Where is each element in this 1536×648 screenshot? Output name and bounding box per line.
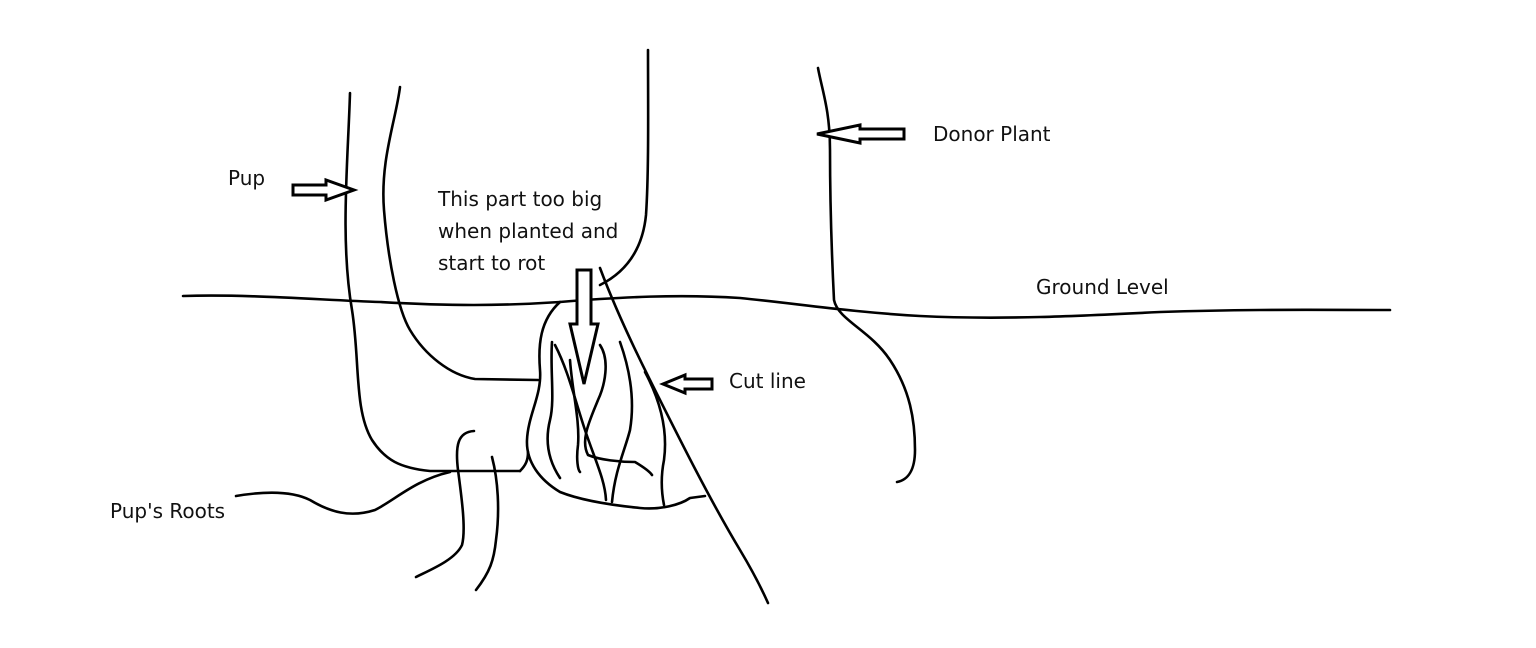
pup-label: Pup (228, 166, 266, 190)
pups-roots-label: Pup's Roots (110, 499, 226, 523)
donor-plant-label: Donor Plant (933, 122, 1051, 146)
too-big-label-line-1: This part too big (438, 187, 603, 211)
root-mass-outline (525, 300, 707, 510)
inner-root-strand-3 (568, 358, 582, 474)
cut-line-label: Cut line (729, 369, 806, 393)
pup-inner-edge (382, 85, 540, 382)
inner-root-strand-1 (546, 340, 562, 480)
donor-trunk-left-edge (598, 48, 650, 287)
pup-root-2 (414, 429, 476, 579)
too-big-arrow (568, 268, 600, 385)
donor-plant-arrow (816, 123, 906, 145)
ground-level-label: Ground Level (1036, 275, 1169, 299)
pup-root-3 (474, 455, 500, 592)
ground-level-line (181, 294, 1392, 319)
inner-root-strand-4 (583, 343, 654, 477)
inner-root-strand-2 (553, 343, 608, 502)
pup-outer-edge (344, 91, 522, 473)
too-big-label-line-3: start to rot (438, 251, 546, 275)
inner-root-strand-5 (610, 340, 634, 504)
pup-base-curve (518, 450, 530, 473)
donor-trunk-right-edge (816, 66, 917, 484)
pup-arrow (291, 177, 359, 203)
too-big-label-line-2: when planted and (438, 219, 619, 243)
pup-root-1 (234, 470, 452, 515)
cut-line-arrow (659, 372, 714, 396)
inner-root-strand-6 (643, 370, 667, 507)
cut-line (598, 266, 770, 605)
